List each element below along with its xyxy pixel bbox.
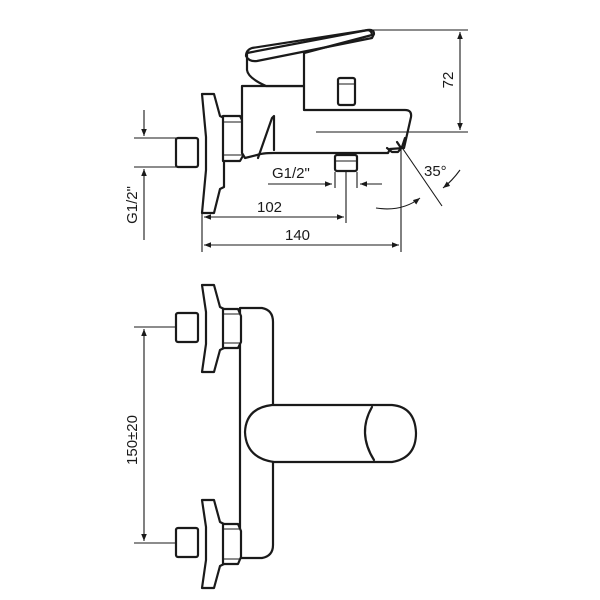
front-lower-nut bbox=[221, 522, 243, 566]
dim-102-label: 102 bbox=[257, 199, 282, 216]
thread-left-label: G1/2" bbox=[124, 186, 141, 224]
front-upper-nut bbox=[221, 307, 243, 350]
thread-top-label: G1/2" bbox=[272, 165, 310, 182]
dim-length-102: 102 bbox=[201, 199, 344, 252]
angle-label: 35° bbox=[424, 163, 447, 180]
side-body bbox=[240, 84, 413, 160]
front-view bbox=[174, 283, 418, 590]
dim-72-label: 72 bbox=[440, 72, 457, 89]
dim-thread-inlet: G1/2" bbox=[124, 110, 176, 240]
side-inlet-pipe bbox=[174, 136, 200, 169]
dim-150-label: 150±20 bbox=[124, 415, 141, 465]
side-escutcheon bbox=[200, 92, 226, 215]
front-upper-pipe bbox=[174, 311, 200, 344]
front-lever bbox=[243, 403, 418, 464]
front-upper-escutcheon bbox=[200, 283, 226, 374]
side-hex-nut bbox=[221, 114, 246, 163]
dim-thread-outlet: G1/2" bbox=[268, 165, 382, 188]
side-diverter-knob bbox=[336, 76, 357, 107]
side-shower-outlet bbox=[333, 153, 359, 173]
dim-length-140: 140 bbox=[204, 227, 399, 248]
side-spout-tip bbox=[385, 136, 407, 154]
dim-angle: 35° bbox=[375, 146, 461, 252]
dim-spacing: 150±20 bbox=[124, 326, 176, 544]
dim-140-label: 140 bbox=[285, 227, 310, 244]
front-lower-escutcheon bbox=[200, 498, 226, 590]
side-view bbox=[174, 28, 413, 223]
dim-height: 72 bbox=[316, 29, 468, 133]
front-lower-pipe bbox=[174, 526, 200, 559]
